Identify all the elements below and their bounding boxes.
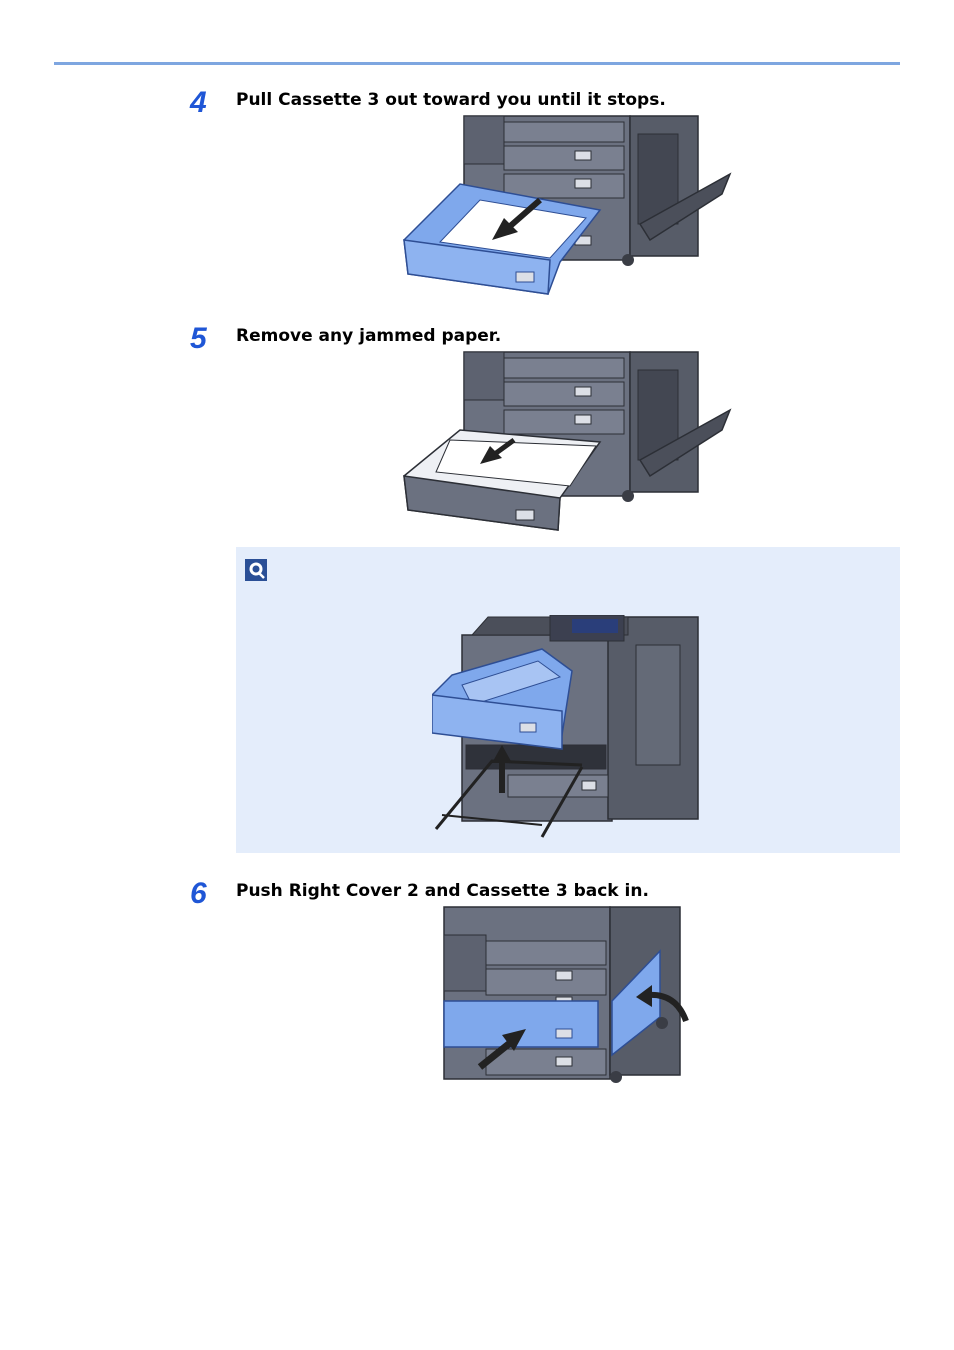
step-number: 6 [190,877,207,910]
illustration-pull-cassette-3 [403,115,732,295]
step-instruction: Push Right Cover 2 and Cassette 3 back i… [236,881,649,901]
step-instruction: Remove any jammed paper. [236,326,502,346]
illustration-push-cover-and-cassette [443,906,689,1083]
step-number: 5 [190,322,207,355]
header-rule [54,62,900,65]
note-box [236,547,900,853]
note-icon [245,559,267,581]
step-instruction: Pull Cassette 3 out toward you until it … [236,90,666,110]
illustration-right-cover-2-paper [432,615,699,838]
step-number: 4 [190,86,207,119]
illustration-remove-jammed-paper [403,351,732,531]
